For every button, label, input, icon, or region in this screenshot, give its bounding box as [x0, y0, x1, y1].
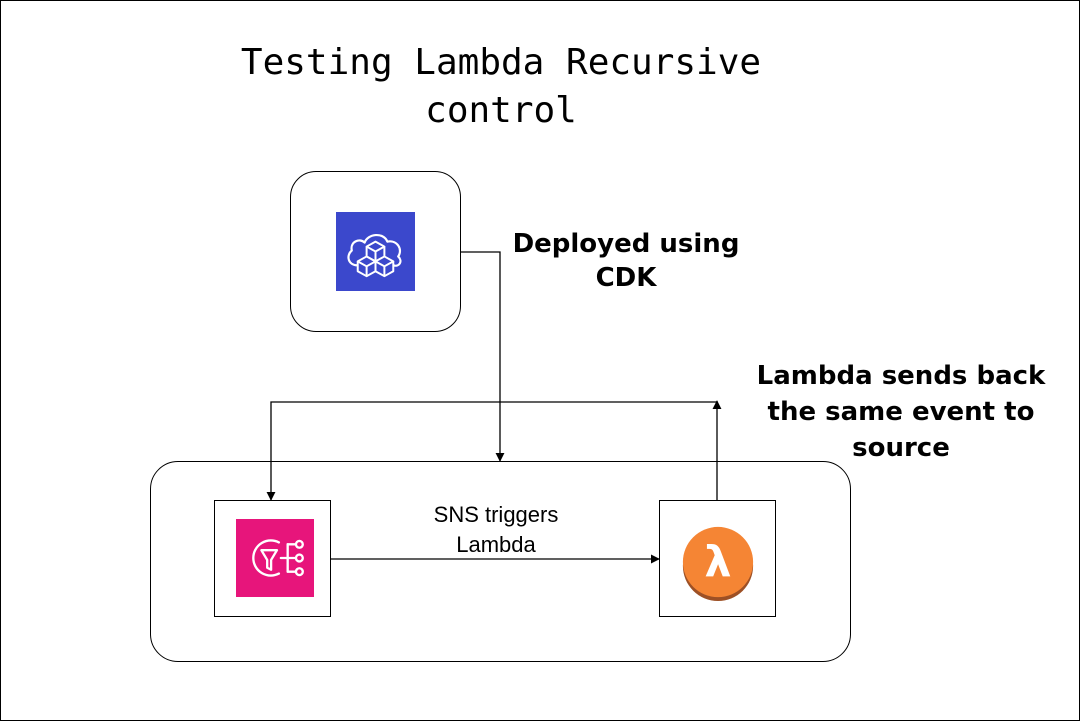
back-line-3: source — [852, 433, 950, 463]
back-line-1: Lambda sends back — [756, 361, 1046, 391]
sns-line-1: SNS triggers — [433, 502, 559, 527]
cdk-node[interactable] — [290, 171, 461, 332]
deployed-line-1: Deployed using — [512, 229, 740, 259]
title-line-2: control — [425, 90, 577, 131]
cdk-cloud-cubes-icon — [336, 212, 415, 291]
sns-filter-icon — [236, 519, 314, 597]
diagram-title: Testing Lambda Recursive control — [151, 39, 851, 135]
deployed-line-2: CDK — [595, 263, 657, 293]
cdk-to-group-arrow — [461, 251, 505, 462]
back-line-2: the same event to — [767, 397, 1035, 427]
lambda-sends-back-label: Lambda sends back the same event to sour… — [751, 358, 1051, 466]
lambda-icon: λ — [682, 526, 754, 602]
return-to-sns-arrow — [266, 401, 717, 501]
sns-line-2: Lambda — [456, 532, 536, 557]
deployed-using-cdk-label: Deployed using CDK — [501, 227, 751, 295]
lambda-glyph: λ — [704, 538, 731, 588]
sns-triggers-lambda-label: SNS triggers Lambda — [401, 500, 591, 560]
title-line-1: Testing Lambda Recursive — [240, 42, 762, 83]
